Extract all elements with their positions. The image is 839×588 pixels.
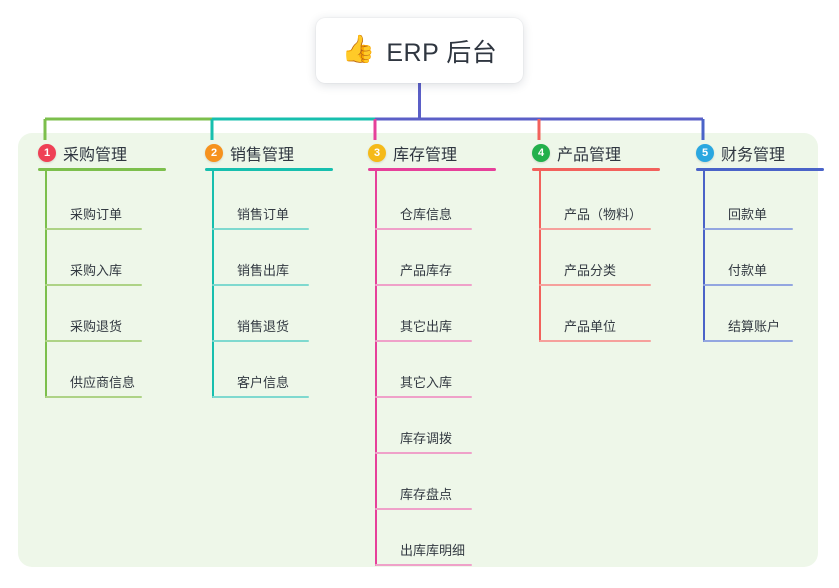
branch-item-rule <box>375 284 472 286</box>
branch-index-badge: 5 <box>696 144 714 162</box>
branch-item-label: 其它出库 <box>400 319 453 334</box>
branch-header-rule <box>368 168 496 171</box>
thumbs-up-icon: 👍 <box>341 34 376 64</box>
branch-item-rule <box>45 396 142 398</box>
branch-header-3[interactable]: 3 库存管理 <box>368 141 457 165</box>
branch-spine <box>539 169 541 342</box>
branch-item-rule <box>703 228 793 230</box>
branch-item-label: 库存盘点 <box>400 487 453 502</box>
branch-item[interactable]: 销售订单 <box>212 174 319 230</box>
branch-item-rule <box>375 564 472 566</box>
branch-header-rule <box>532 168 660 171</box>
branch-header-1[interactable]: 1 采购管理 <box>38 141 127 165</box>
root-node-title: ERP 后台 <box>386 38 498 67</box>
branch-item[interactable]: 结算账户 <box>703 286 803 342</box>
branch-item-rule <box>212 396 309 398</box>
branch-item-label: 销售订单 <box>237 207 290 222</box>
branch-item-rule <box>212 284 309 286</box>
branch-title: 财务管理 <box>721 147 786 164</box>
branch-item-label: 仓库信息 <box>400 207 453 222</box>
branch-item-rule <box>212 228 309 230</box>
branch-index-badge: 2 <box>205 144 223 162</box>
branch-item[interactable]: 仓库信息 <box>375 174 482 230</box>
branch-item-label: 销售出库 <box>237 263 290 278</box>
branch-index-badge: 3 <box>368 144 386 162</box>
branch-title: 采购管理 <box>63 147 128 164</box>
branch-header-rule <box>696 168 824 171</box>
branches-panel <box>18 133 818 567</box>
branch-item-label: 销售退货 <box>237 319 290 334</box>
branch-item-label: 产品库存 <box>400 263 453 278</box>
branch-item-label: 产品单位 <box>564 319 617 334</box>
branch-item-rule <box>45 228 142 230</box>
branch-spine <box>45 169 47 398</box>
branch-item-label: 产品（物料） <box>564 207 643 222</box>
branch-title: 产品管理 <box>557 147 622 164</box>
branch-item-label: 产品分类 <box>564 263 617 278</box>
root-node[interactable]: 👍 ERP 后台 <box>316 18 523 83</box>
branch-item-rule <box>375 340 472 342</box>
branch-item[interactable]: 采购订单 <box>45 174 152 230</box>
branch-item[interactable]: 其它入库 <box>375 342 482 398</box>
branch-header-2[interactable]: 2 销售管理 <box>205 141 294 165</box>
branch-index-badge: 1 <box>38 144 56 162</box>
branch-item[interactable]: 产品分类 <box>539 230 661 286</box>
branch-item-label: 回款单 <box>728 207 768 222</box>
branch-item[interactable]: 库存调拨 <box>375 398 482 454</box>
branch-item-label: 库存调拨 <box>400 431 453 446</box>
branch-header-5[interactable]: 5 财务管理 <box>696 141 785 165</box>
branch-spine <box>375 169 377 566</box>
branch-item[interactable]: 销售退货 <box>212 286 319 342</box>
branch-item-label: 其它入库 <box>400 375 453 390</box>
branch-item-rule <box>703 340 793 342</box>
branch-item-label: 结算账户 <box>728 319 781 334</box>
branch-item-rule <box>539 228 651 230</box>
branch-item-rule <box>45 340 142 342</box>
branch-header-rule <box>38 168 166 171</box>
branch-item-rule <box>375 508 472 510</box>
branch-spine <box>703 169 705 342</box>
branch-spine <box>212 169 214 398</box>
branch-item[interactable]: 出库库明细 <box>375 510 482 566</box>
branch-item[interactable]: 付款单 <box>703 230 803 286</box>
branch-item-rule <box>375 396 472 398</box>
branch-item-label: 采购入库 <box>70 263 123 278</box>
branch-item-label: 付款单 <box>728 263 768 278</box>
branch-item-label: 供应商信息 <box>70 375 136 390</box>
branch-item-rule <box>703 284 793 286</box>
branch-item[interactable]: 采购入库 <box>45 230 152 286</box>
branch-item[interactable]: 供应商信息 <box>45 342 152 398</box>
branch-item-rule <box>45 284 142 286</box>
branch-header-4[interactable]: 4 产品管理 <box>532 141 621 165</box>
branch-item[interactable]: 回款单 <box>703 174 803 230</box>
branch-item[interactable]: 产品单位 <box>539 286 661 342</box>
branch-item[interactable]: 产品（物料） <box>539 174 661 230</box>
branch-item[interactable]: 其它出库 <box>375 286 482 342</box>
branch-item[interactable]: 产品库存 <box>375 230 482 286</box>
branch-item-rule <box>375 452 472 454</box>
branch-header-rule <box>205 168 333 171</box>
branch-item-label: 出库库明细 <box>400 543 466 558</box>
branch-item-label: 客户信息 <box>237 375 290 390</box>
branch-item-rule <box>375 228 472 230</box>
branch-item-rule <box>539 340 651 342</box>
branch-index-badge: 4 <box>532 144 550 162</box>
branch-item[interactable]: 采购退货 <box>45 286 152 342</box>
branch-item-label: 采购订单 <box>70 207 123 222</box>
branch-item[interactable]: 库存盘点 <box>375 454 482 510</box>
branch-item[interactable]: 客户信息 <box>212 342 319 398</box>
branch-title: 销售管理 <box>230 147 295 164</box>
branch-item[interactable]: 销售出库 <box>212 230 319 286</box>
branch-title: 库存管理 <box>393 147 458 164</box>
branch-item-rule <box>539 284 651 286</box>
branch-item-rule <box>212 340 309 342</box>
branch-item-label: 采购退货 <box>70 319 123 334</box>
